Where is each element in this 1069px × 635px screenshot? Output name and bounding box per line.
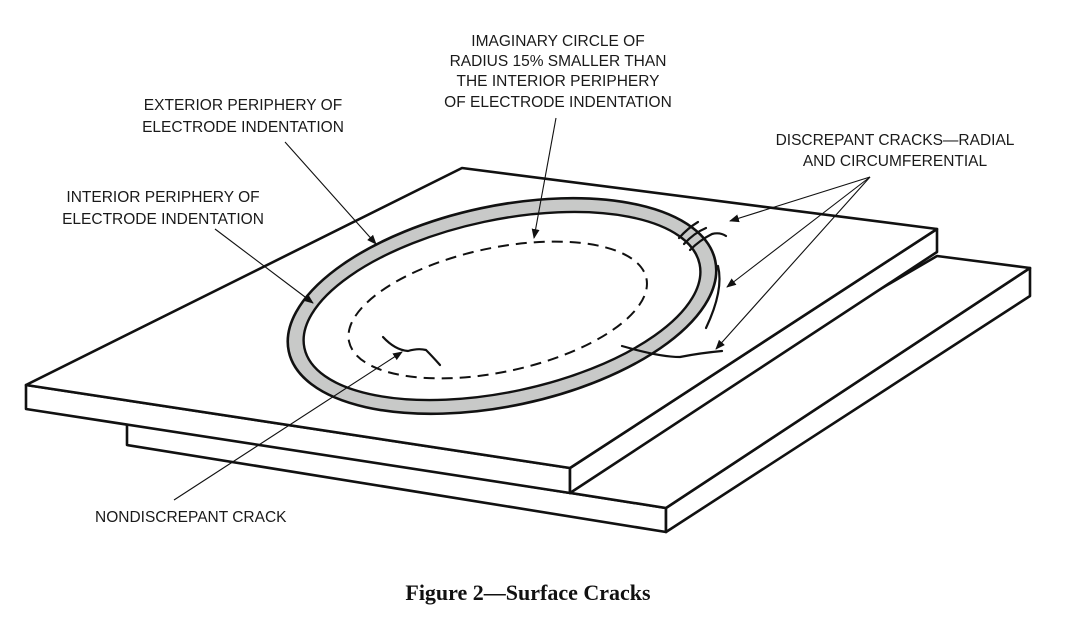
label-discrepant-cracks: DISCREPANT CRACKS—RADIAL AND CIRCUMFEREN… (776, 132, 1015, 170)
figure-caption: Figure 2—Surface Cracks (405, 580, 651, 605)
circumferential-crack (704, 264, 721, 330)
label-exterior-periphery: EXTERIOR PERIPHERY OF ELECTRODE INDENTAT… (142, 97, 344, 136)
label-line: OF ELECTRODE INDENTATION (444, 94, 672, 111)
label-line: ELECTRODE INDENTATION (62, 211, 264, 228)
label-imaginary-circle: IMAGINARY CIRCLE OF RADIUS 15% SMALLER T… (444, 33, 672, 111)
label-line: NONDISCREPANT CRACK (95, 509, 287, 526)
label-nondiscrepant-crack: NONDISCREPANT CRACK (95, 509, 287, 526)
cracks (381, 220, 728, 367)
label-line: IMAGINARY CIRCLE OF (471, 33, 644, 50)
leader-imaginary-circle (531, 117, 557, 239)
label-interior-periphery: INTERIOR PERIPHERY OF ELECTRODE INDENTAT… (62, 189, 264, 228)
label-line: ELECTRODE INDENTATION (142, 119, 344, 136)
leader-discrepant-2 (726, 176, 871, 288)
radial-crack-lower (620, 344, 724, 359)
leader-discrepant-3 (715, 176, 871, 350)
radial-crack-upper-2 (682, 226, 708, 246)
radial-crack-upper-3 (688, 232, 728, 252)
leader-lines (173, 117, 871, 501)
label-line: EXTERIOR PERIPHERY OF (144, 97, 342, 114)
leader-exterior-periphery (284, 141, 377, 245)
leader-discrepant-1 (729, 176, 871, 223)
label-line: AND CIRCUMFERENTIAL (803, 153, 988, 170)
imaginary-circle (347, 240, 648, 380)
nondiscrepant-crack (381, 335, 442, 367)
label-line: INTERIOR PERIPHERY OF (66, 189, 259, 206)
label-line: THE INTERIOR PERIPHERY (457, 73, 660, 90)
leader-interior-periphery (214, 228, 314, 304)
label-line: RADIUS 15% SMALLER THAN (450, 53, 667, 70)
label-line: DISCREPANT CRACKS—RADIAL (776, 132, 1015, 149)
leader-nondiscrepant (173, 351, 403, 501)
radial-crack-upper-1 (677, 220, 700, 240)
